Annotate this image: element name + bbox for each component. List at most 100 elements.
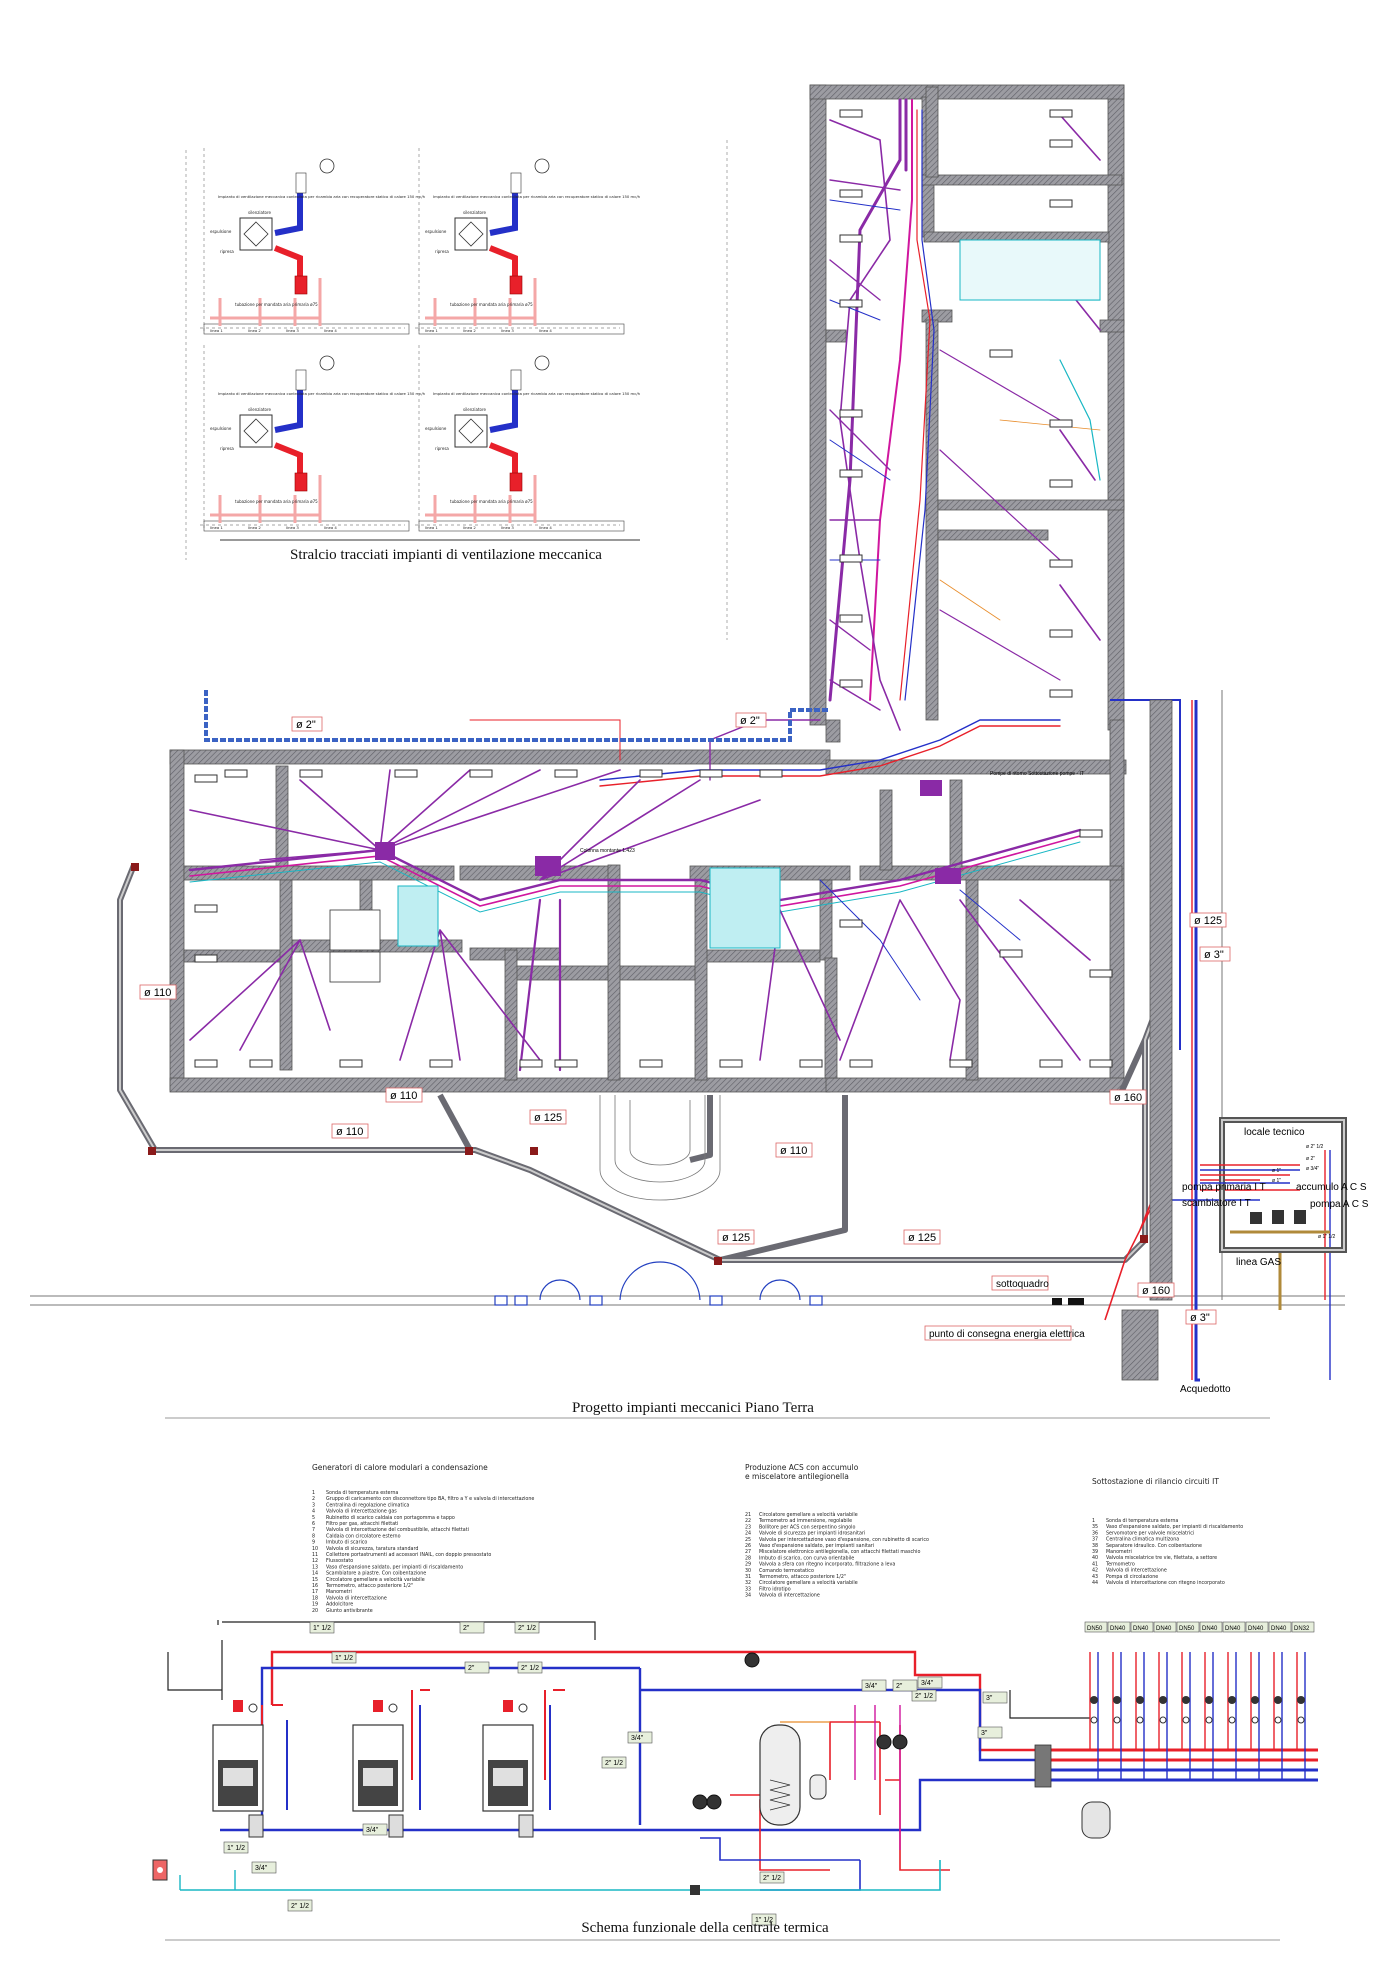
radiator [519,1059,543,1068]
vent-silencer-label: silenziatore [248,407,272,412]
pipe-size-tag-box [362,1823,388,1836]
legend-item-text: Termometro, attacco posteriore 1/2" [325,1583,413,1589]
pipe-size-tag: 3/4" [921,1680,934,1687]
tag-d2-right: ø 2" [735,712,767,728]
radiator [194,954,218,963]
pipe-size-tag: 1" 1/2 [335,1655,353,1662]
pipe-size-tag-box [459,1621,485,1634]
svg-text:ø 110: ø 110 [390,1090,417,1102]
legend-item-number: 23 [745,1524,751,1530]
tag-d160-b: ø 160 [1137,1282,1175,1298]
radiator [554,769,578,778]
sottoquadro-label: sottoquadro [991,1275,1049,1291]
radiator [194,1059,218,1068]
vent-supply-label: tubazione per mandata aria primaria ø75 [450,302,533,307]
boiler [212,1700,264,1838]
legend-item-number: 43 [1092,1574,1098,1580]
legend-item-number: 13 [312,1564,318,1570]
tag-d125-a: ø 125 [529,1109,567,1125]
legend-item-text: Vaso d'espansione saldato, per impianti … [326,1564,463,1570]
pipe-size-tag-box [861,1679,887,1692]
tech-pump-acs: pompa A C S [1310,1199,1369,1210]
legend-item-text: Termometro [1105,1561,1135,1567]
radiator [1049,419,1073,428]
radiator [429,1059,453,1068]
vent-line-label: linea 4 [324,328,337,333]
dn-tag: DN40 [1248,1626,1264,1632]
boiler-units [212,1700,534,1838]
dn-tag: DN32 [1294,1626,1310,1632]
legend-item-text: Comando termostatico [759,1568,814,1574]
legend-item-text: Manometri [326,1589,352,1595]
pipe-size-tag: 2" 1/2 [915,1693,933,1700]
legend-item-text: Pompa di circolazione [1106,1574,1158,1580]
legend-item-number: 16 [312,1583,318,1589]
pumps-label: Pompe di ritorno Sottostazione pompe - I… [990,771,1084,777]
service-lines-east [1104,699,1331,1382]
legend-item-text: Manometri [1106,1549,1132,1555]
legend-item-number: 8 [312,1533,315,1539]
radiator [1049,109,1073,118]
legend-item-text: Termometro ad immersione, regolabile [758,1518,852,1524]
svg-text:ø 125: ø 125 [908,1232,936,1244]
tech-exchanger: scambiatore I T [1182,1198,1251,1209]
legend-item-text: Separatore idraulico. Con coibentazione [1106,1543,1202,1549]
column-label: Colonna montante 1.423 [580,848,635,854]
vent-line-label: linea 3 [286,525,299,530]
pipe-size-tag-box [917,1676,943,1689]
tech-pipe-1: ø 2" 1/2 [1306,1144,1324,1150]
radiator [194,904,218,913]
svg-text:ø 110: ø 110 [780,1145,807,1157]
radiator [839,109,863,118]
legend-generators: Generatori di calore modulari a condensa… [312,1463,534,1614]
tag-d110-d: ø 110 [775,1142,813,1158]
pipe-size-tag-box [517,1661,543,1674]
svg-text:ø 2": ø 2" [740,715,760,727]
entrance-steps [599,1095,721,1201]
tag-d125-d: ø 125 [1189,912,1227,928]
radiator [839,554,863,563]
radiator [299,769,323,778]
legend-item-number: 1 [312,1490,315,1496]
tech-pipe-2: ø 2" [1306,1156,1315,1162]
vent-quadrant-grid: Impianto di ventilazione meccanica contr… [200,148,641,532]
tech-pipe-4: ø 1" [1272,1168,1281,1174]
vent-inlet-label: espulsione [425,426,447,431]
dn-tag-box [1291,1621,1315,1633]
legend-item-number: 25 [745,1537,751,1543]
legend-item-number: 20 [312,1608,318,1614]
legend-item-text: Gruppo di caricamento con disconnettore … [326,1496,534,1502]
vent-line-label: linea 4 [324,525,337,530]
legend-item-text: Termometro, attacco posteriore 1/2" [758,1574,846,1580]
radiator [719,1059,743,1068]
terminal-units [194,109,1113,1068]
radiator [1049,199,1073,208]
legend-item-number: 10 [312,1546,318,1552]
legend-item-number: 6 [312,1521,315,1527]
pipe-size-tag-box [601,1756,627,1769]
legend-item-text: Servomotore per valvole miscelatrici [1106,1530,1194,1536]
pipe-size-tag: 1" 1/2 [313,1625,331,1632]
legend-sub-title: Sottostazione di rilancio circuiti IT [1092,1477,1219,1486]
tech-gas: linea GAS [1236,1257,1281,1268]
pipe-size-tag: 2" 1/2 [763,1875,781,1882]
dn-tag: DN40 [1225,1626,1241,1632]
delivery-point-label: punto di consegna energia elettrica [924,1325,1085,1341]
tech-pipe-3: ø 3/4" [1306,1166,1319,1172]
legend-item-number: 24 [745,1531,751,1537]
radiator [1089,969,1113,978]
legend-item-number: 11 [312,1552,318,1558]
legend-item-number: 28 [745,1555,751,1561]
svg-text:ø 125: ø 125 [534,1112,562,1124]
acs-storage-tank [759,1724,827,1826]
dn-tag: DN40 [1156,1626,1172,1632]
vent-line-label: linea 2 [248,328,261,333]
vent-unit-label: Impianto di ventilazione meccanica contr… [433,391,641,396]
vent-line-label: linea 4 [539,328,552,333]
legend-item-number: 35 [1092,1524,1098,1530]
floor-plan: ø 2" ø 2" ø 110 ø 110 ø 110 ø 110 ø 125 … [30,84,1369,1419]
locale-tecnico [1200,1117,1347,1253]
vent-line-label: linea 1 [425,328,438,333]
legend-gen-title: Generatori di calore modulari a condensa… [312,1463,488,1472]
dn-tag: DN50 [1179,1626,1195,1632]
